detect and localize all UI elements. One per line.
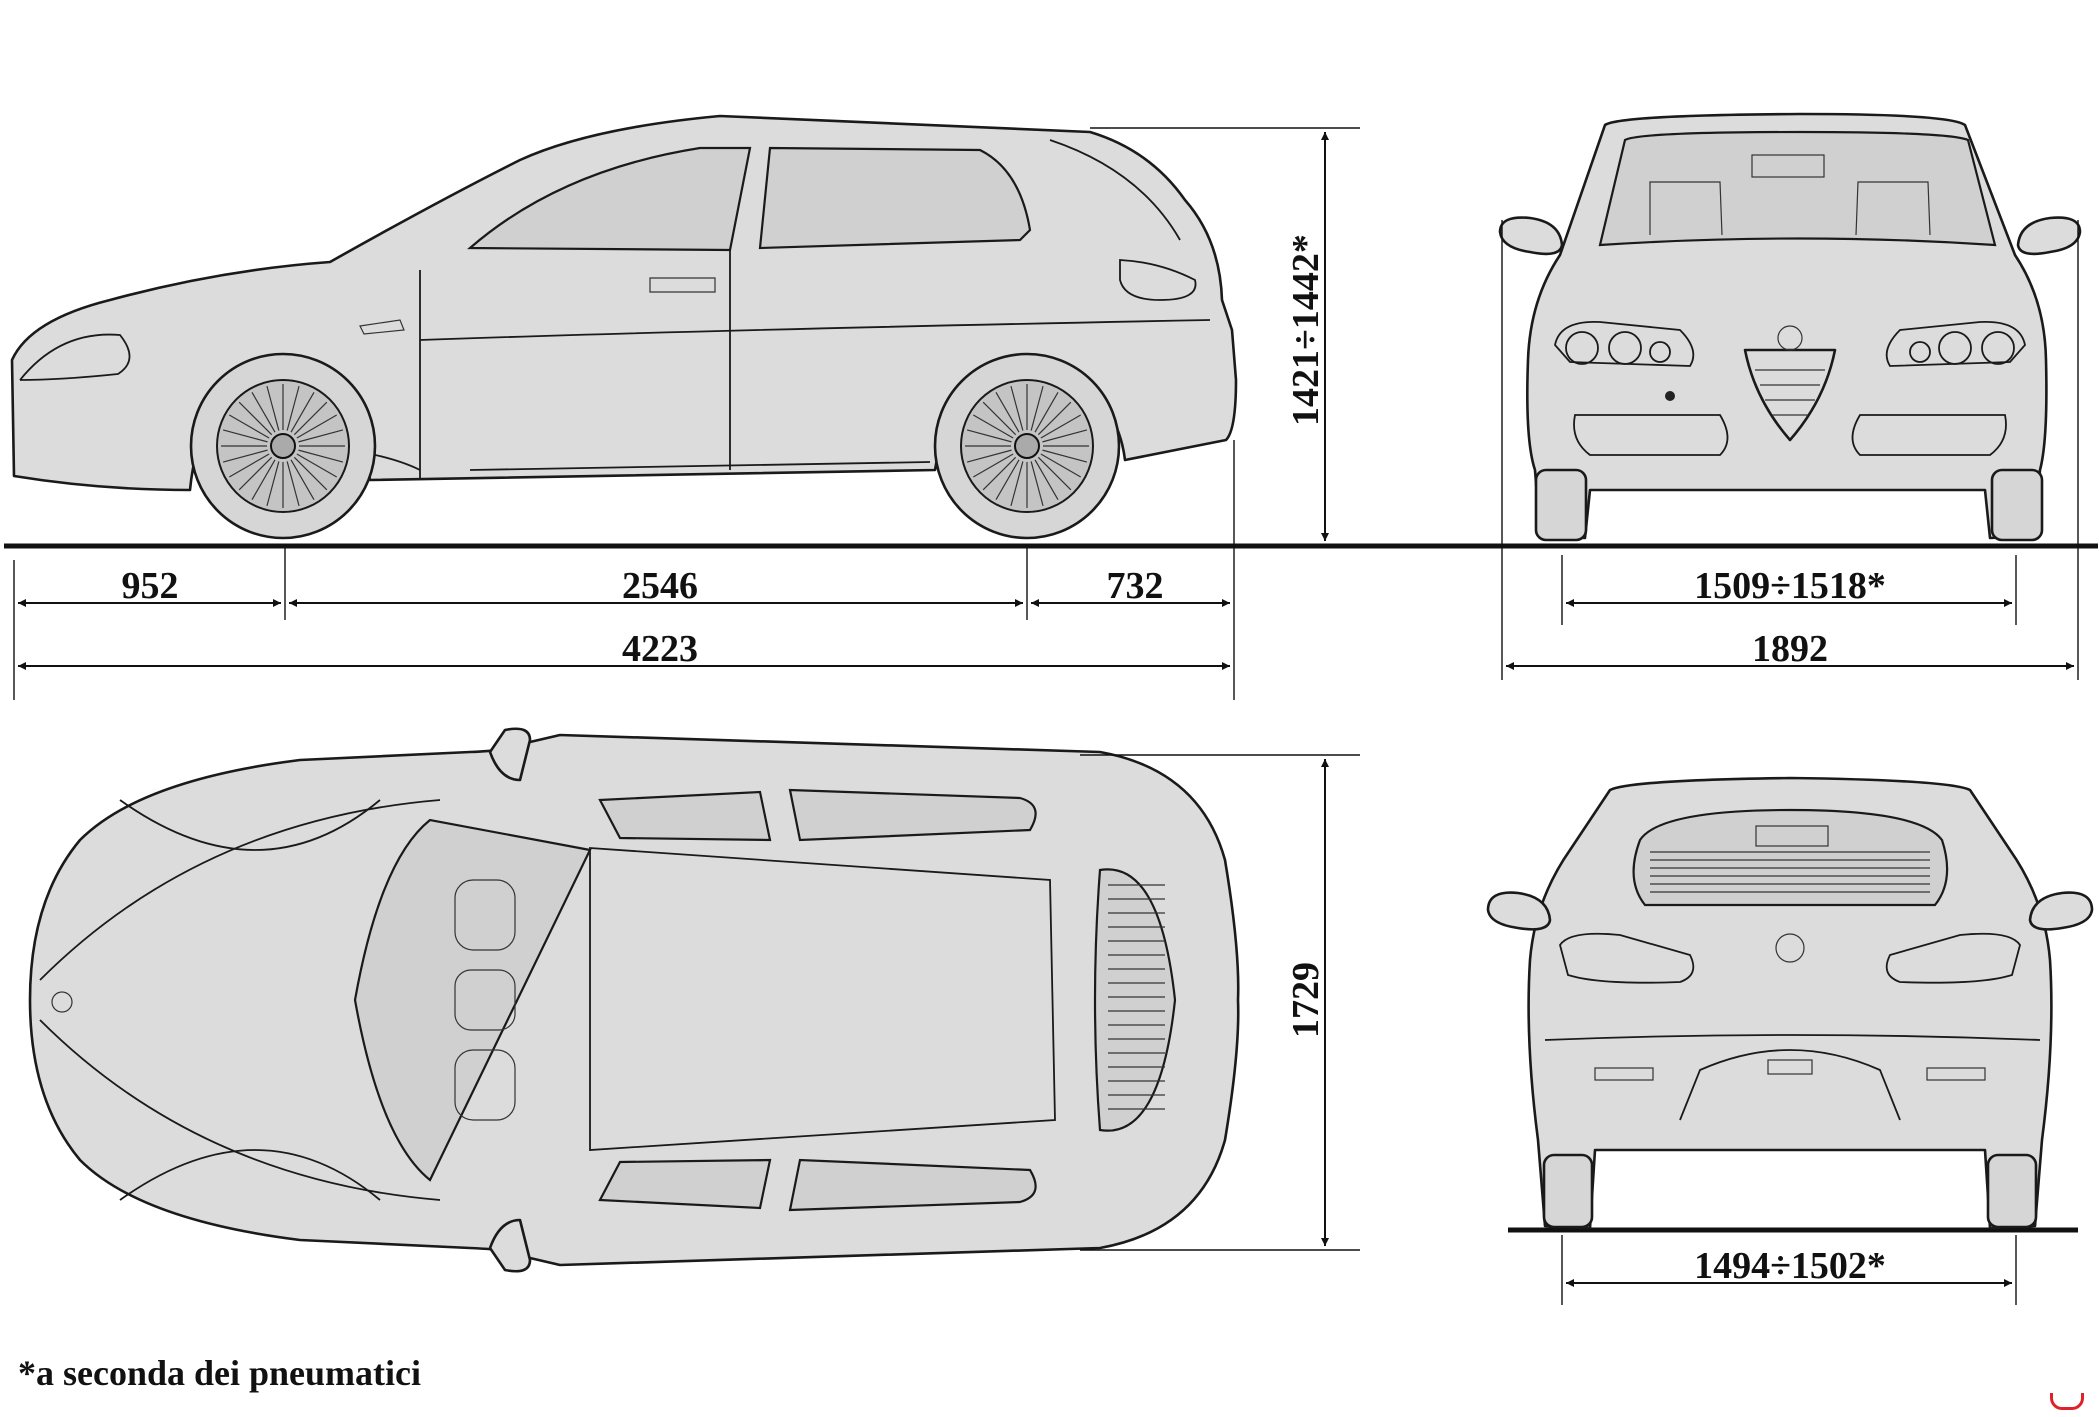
top-view: 1729 [28, 727, 1360, 1273]
rear-view: 1494÷1502* [1486, 776, 2094, 1305]
body-width-label: 1729 [1285, 962, 1327, 1038]
tyre-footnote: *a seconda dei pneumatici [18, 1353, 422, 1393]
corner-mark [2050, 1393, 2084, 1410]
rear-track-label: 1494÷1502* [1694, 1245, 1886, 1287]
width-label: 1892 [1752, 628, 1828, 670]
front-view: 1509÷1518* 1892 [1498, 112, 2082, 680]
rear-overhang-label: 732 [1107, 565, 1164, 607]
side-view: 1421÷1442* 952 2546 732 4223 [4, 114, 2098, 700]
front-track-label: 1509÷1518* [1694, 565, 1886, 607]
height-label: 1421÷1442* [1285, 234, 1327, 426]
front-overhang-label: 952 [122, 565, 179, 607]
wheelbase-label: 2546 [622, 565, 698, 607]
length-label: 4223 [622, 628, 698, 670]
